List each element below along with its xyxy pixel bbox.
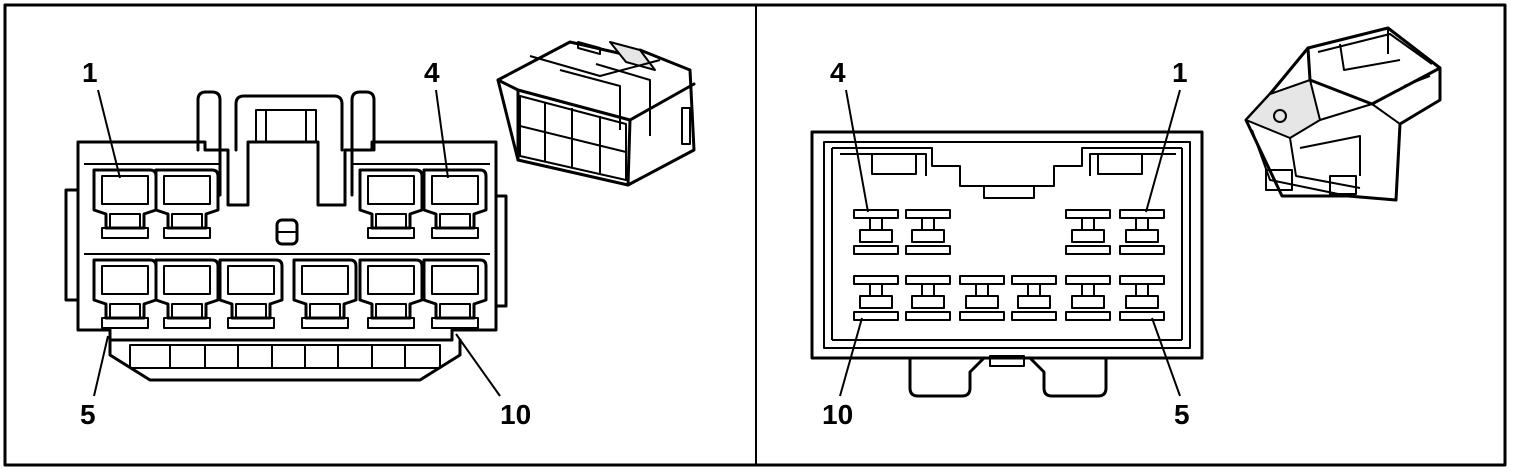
leader-line [1151,317,1181,397]
right-connector-face [810,130,1204,398]
right-terminal-cavities [853,209,1165,321]
terminal-cavity [422,168,488,239]
terminal-cavity [422,258,488,329]
right-pin-label-bottom-left: 10 [822,399,853,430]
terminal-pin [905,275,951,321]
terminal-cavity [358,168,424,239]
terminal-pin [853,209,899,255]
right-pin-label-top-right: 1 [1172,57,1188,88]
terminal-pin [1011,275,1057,321]
terminal-cavity [292,258,358,329]
left-terminal-cavities [84,163,490,329]
left-connector-isometric [496,40,696,187]
terminal-pin [1065,275,1111,321]
terminal-cavity [218,258,284,329]
terminal-pin [853,275,899,321]
leader-line [93,335,109,397]
leader-line [845,89,869,213]
terminal-pin [959,275,1005,321]
leader-line [455,333,501,397]
right-connector-isometric [1244,26,1442,202]
leader-line [839,317,863,397]
terminal-pin [1065,209,1111,255]
terminal-cavity [358,258,424,329]
left-pin-label-bottom-left: 5 [80,399,96,430]
terminal-cavity [154,168,220,239]
terminal-pin [1119,209,1165,255]
leader-line [97,89,121,179]
right-pin-label-bottom-right: 5 [1174,399,1190,430]
leader-line [1145,89,1181,213]
right-pin-label-top-left: 4 [830,57,846,88]
terminal-pin [1119,275,1165,321]
left-connector-face [64,90,508,382]
terminal-cavity [154,258,220,329]
leader-line [435,89,449,179]
left-pin-label-top-right: 4 [424,57,440,88]
left-pin-label-bottom-right: 10 [500,399,531,430]
terminal-pin [905,209,951,255]
left-pin-label-top-left: 1 [82,57,98,88]
